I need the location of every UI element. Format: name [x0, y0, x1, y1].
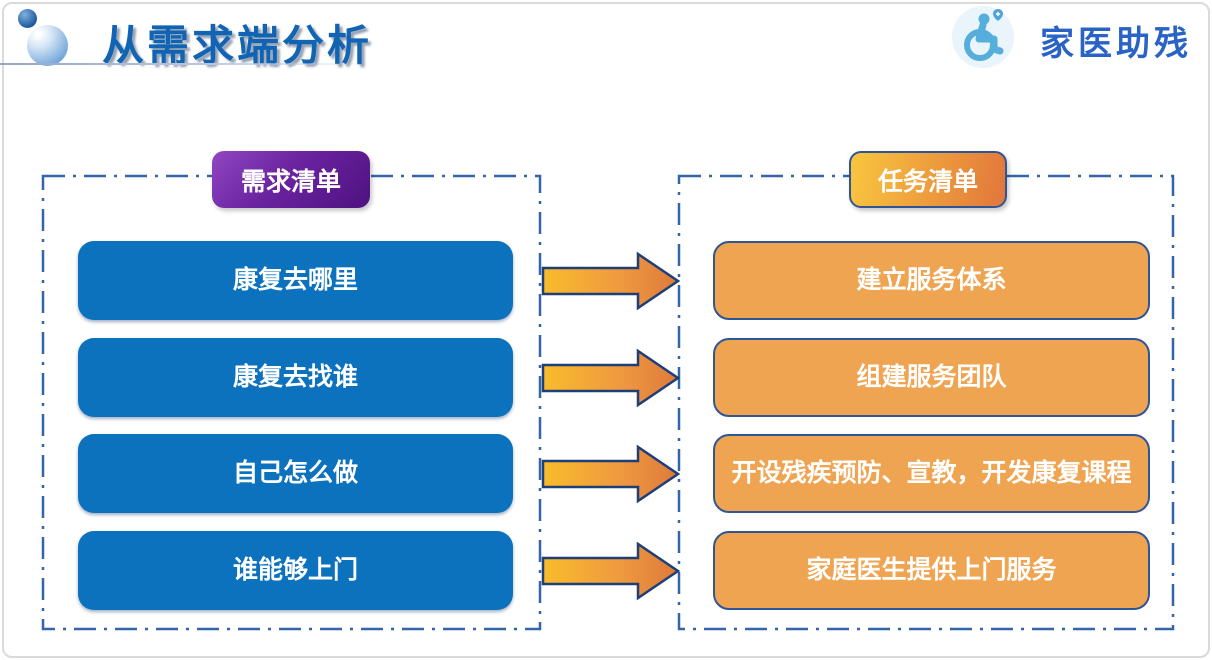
brand-name: 家医助残	[1040, 26, 1192, 63]
task-item: 开设残疾预防、宣教，开发康复课程	[713, 434, 1150, 513]
task-item: 建立服务体系	[713, 241, 1150, 320]
wheelchair-heart-icon	[951, 5, 1015, 69]
page-title: 从需求端分析	[102, 22, 373, 69]
logo-icon	[18, 9, 37, 28]
demand-panel-title: 需求清单	[212, 151, 370, 208]
demand-item: 康复去找谁	[78, 338, 513, 417]
demand-item: 自己怎么做	[78, 434, 513, 513]
task-item: 家庭医生提供上门服务	[713, 531, 1150, 610]
arrow-right-icon	[541, 444, 681, 504]
task-item: 组建服务团队	[713, 338, 1150, 417]
demand-item: 康复去哪里	[78, 241, 513, 320]
title-underline	[0, 63, 372, 65]
arrow-right-icon	[541, 348, 681, 408]
demand-item: 谁能够上门	[78, 531, 513, 610]
task-panel-title: 任务清单	[849, 151, 1007, 208]
logo-icon	[27, 25, 68, 66]
arrow-right-icon	[541, 541, 681, 601]
arrow-right-icon	[541, 251, 681, 311]
